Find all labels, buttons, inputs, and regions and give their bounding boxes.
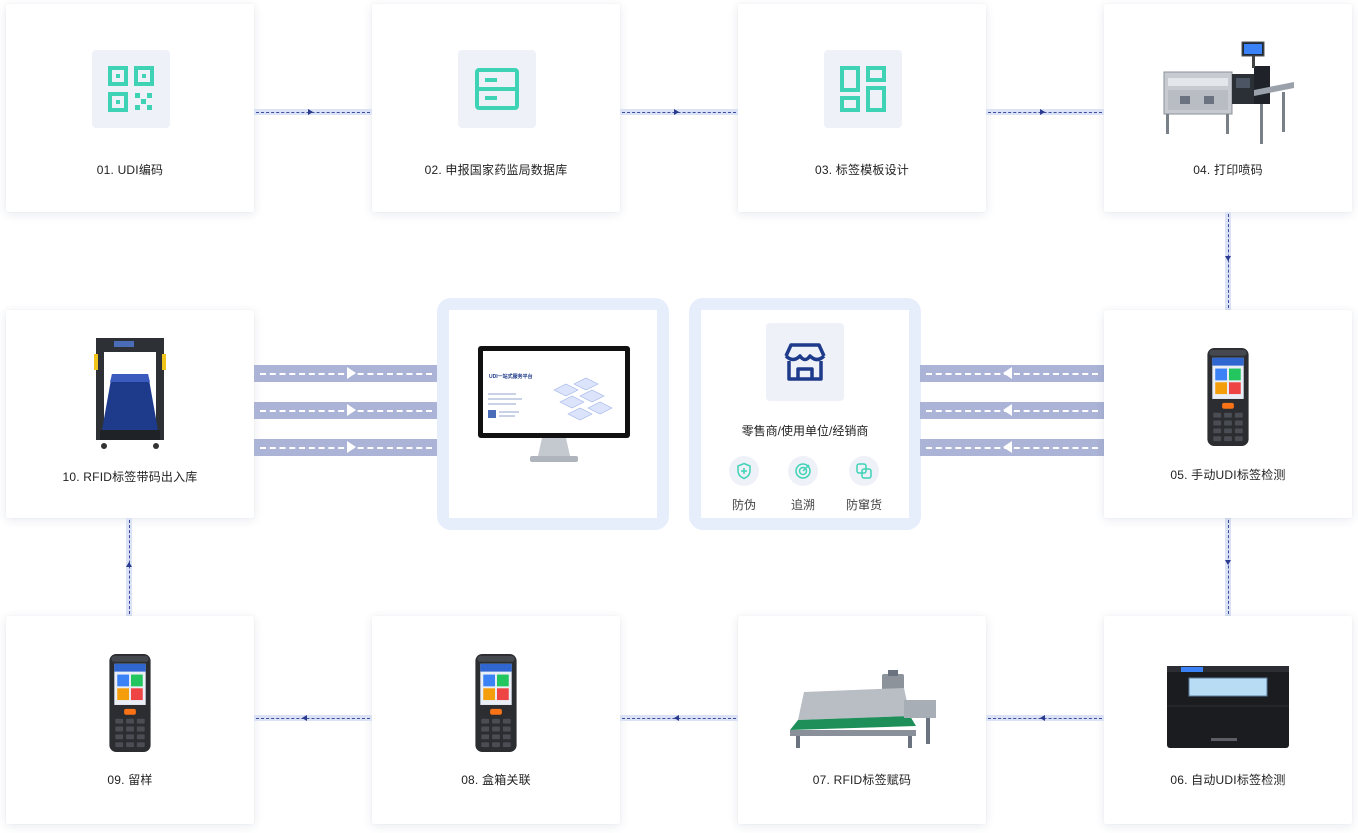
- step-label-03: 03. 标签模板设计: [814, 163, 910, 177]
- step-card-06: 06. 自动UDI标签检测: [1104, 616, 1352, 824]
- arrow-right-icon: [308, 109, 313, 115]
- arrow-down-icon: [1225, 256, 1231, 261]
- conveyor-image: [738, 670, 986, 750]
- monitor-image: UDI一站式服务平台: [476, 344, 632, 473]
- step-label-07: 07. RFID标签赋码: [812, 773, 912, 787]
- platform-panel: UDI一站式服务平台: [437, 298, 669, 530]
- shield-plus-icon: [729, 456, 759, 486]
- connector-02-03: [620, 109, 738, 115]
- step-label-06: 06. 自动UDI标签检测: [1170, 773, 1286, 787]
- qr-code-icon: [92, 50, 170, 128]
- connector-01-02: [254, 109, 372, 115]
- flow-arrow-right-icon: [347, 367, 356, 379]
- connector-04-05: [1225, 212, 1231, 310]
- template-grid-icon: [824, 50, 902, 128]
- step-card-01: 01. UDI编码: [6, 4, 254, 212]
- connector-07-08: [620, 715, 738, 721]
- step-label-08: 08. 盒箱关联: [461, 773, 531, 787]
- overlap-squares-icon: [849, 456, 879, 486]
- flow-band-left-1: [254, 365, 438, 382]
- rfid-gate-image: [6, 334, 254, 454]
- step-card-07: 07. RFID标签赋码: [738, 616, 986, 824]
- step-card-09: 09. 留样: [6, 616, 254, 824]
- retail-panel: 零售商/使用单位/经销商 防伪 追溯: [689, 298, 921, 530]
- flow-arrow-left-icon: [1003, 367, 1012, 379]
- feature-traceability: 追溯: [773, 456, 833, 513]
- connector-06-07: [986, 715, 1104, 721]
- handheld-terminal-image: [1104, 346, 1352, 448]
- arrow-up-icon: [126, 562, 132, 567]
- handheld-terminal-image: [372, 652, 620, 754]
- retail-title: 零售商/使用单位/经销商: [741, 424, 869, 438]
- target-icon: [788, 456, 818, 486]
- flow-band-right-2: [920, 402, 1104, 419]
- flow-arrow-right-icon: [347, 404, 356, 416]
- flow-band-right-1: [920, 365, 1104, 382]
- store-icon: [766, 323, 844, 401]
- flow-band-right-3: [920, 439, 1104, 456]
- step-label-04: 04. 打印喷码: [1193, 163, 1263, 177]
- inspection-machine-image: [1104, 664, 1352, 750]
- flow-arrow-left-icon: [1003, 441, 1012, 453]
- connector-09-10: [126, 518, 132, 616]
- step-card-08: 08. 盒箱关联: [372, 616, 620, 824]
- flow-band-left-2: [254, 402, 438, 419]
- step-label-02: 02. 申报国家药监局数据库: [424, 163, 568, 177]
- step-card-04: 04. 打印喷码: [1104, 4, 1352, 212]
- connector-08-09: [254, 715, 372, 721]
- arrow-left-icon: [1040, 715, 1045, 721]
- database-icon: [458, 50, 536, 128]
- arrow-down-icon: [1225, 560, 1231, 565]
- step-card-05: 05. 手动UDI标签检测: [1104, 310, 1352, 518]
- feature-label: 防窜货: [845, 498, 882, 512]
- step-label-10: 10. RFID标签带码出入库: [62, 470, 198, 484]
- flow-arrow-right-icon: [347, 441, 356, 453]
- step-label-01: 01. UDI编码: [96, 163, 164, 177]
- step-label-09: 09. 留样: [107, 773, 153, 787]
- step-card-10: 10. RFID标签带码出入库: [6, 310, 254, 518]
- arrow-right-icon: [674, 109, 679, 115]
- step-label-05: 05. 手动UDI标签检测: [1170, 468, 1286, 482]
- feature-label: 防伪: [731, 498, 756, 512]
- step-card-02: 02. 申报国家药监局数据库: [372, 4, 620, 212]
- feature-anti-diversion: 防窜货: [834, 456, 894, 513]
- arrow-left-icon: [302, 715, 307, 721]
- flow-arrow-left-icon: [1003, 404, 1012, 416]
- feature-label: 追溯: [790, 498, 815, 512]
- step-card-03: 03. 标签模板设计: [738, 4, 986, 212]
- screen-title: UDI一站式服务平台: [489, 374, 533, 380]
- printing-machine-image: [1104, 38, 1352, 148]
- connector-05-06: [1225, 518, 1231, 616]
- arrow-right-icon: [1040, 109, 1045, 115]
- flow-band-left-3: [254, 439, 438, 456]
- arrow-left-icon: [674, 715, 679, 721]
- connector-03-04: [986, 109, 1104, 115]
- feature-anti-counterfeit: 防伪: [714, 456, 774, 513]
- handheld-terminal-image: [6, 652, 254, 754]
